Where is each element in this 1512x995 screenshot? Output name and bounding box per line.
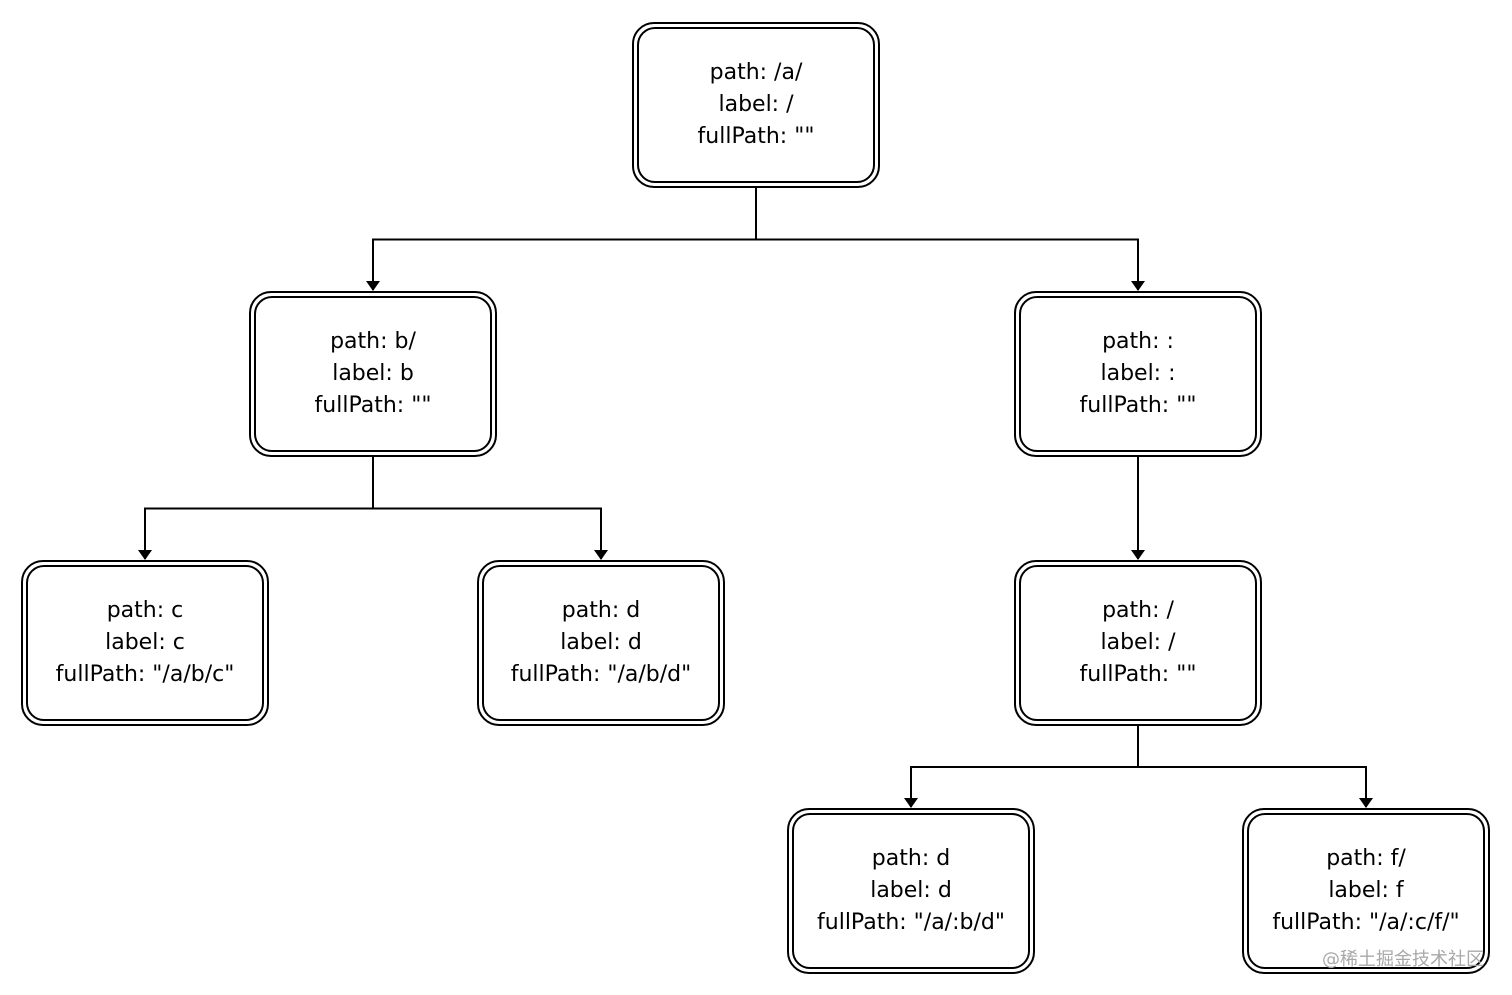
- node-path: path: f/: [1326, 846, 1406, 871]
- node-fullpath: fullPath: "": [697, 124, 815, 149]
- node-label: label: /: [718, 92, 794, 117]
- edge-slash-to-d2: [904, 726, 1139, 808]
- edge-root-to-b: [366, 188, 757, 291]
- node-label: label: d: [560, 630, 642, 655]
- node-fullpath: fullPath: "/a/:c/f/": [1272, 910, 1460, 935]
- node-d2: path: d label: d fullPath: "/a/:b/d": [787, 808, 1035, 974]
- edge-b-to-d1: [372, 457, 608, 560]
- watermark: @稀土掘金技术社区: [1322, 949, 1484, 970]
- node-c: path: c label: c fullPath: "/a/b/c": [21, 560, 269, 726]
- node-fullpath: fullPath: "/a/:b/d": [817, 910, 1005, 935]
- node-label: label: d: [870, 878, 952, 903]
- node-d1: path: d label: d fullPath: "/a/b/d": [477, 560, 725, 726]
- node-label: label: b: [332, 361, 414, 386]
- node-fullpath: fullPath: "/a/b/d": [510, 662, 692, 687]
- node-label: label: /: [1100, 630, 1176, 655]
- node-path: path: d: [871, 846, 951, 871]
- node-label: label: c: [105, 630, 185, 655]
- node-slash: path: / label: / fullPath: "": [1014, 560, 1262, 726]
- node-f: path: f/ label: f fullPath: "/a/:c/f/": [1242, 808, 1490, 974]
- node-path: path: /a/: [709, 60, 803, 85]
- node-path: path: /: [1102, 598, 1174, 623]
- edge-root-to-colon: [755, 188, 1145, 291]
- node-label: label: f: [1328, 878, 1404, 903]
- node-label: label: :: [1100, 361, 1176, 386]
- edge-b-to-c: [138, 457, 374, 560]
- node-root: path: /a/ label: / fullPath: "": [632, 22, 880, 188]
- node-fullpath: fullPath: "": [1079, 393, 1197, 418]
- node-path: path: :: [1102, 329, 1174, 354]
- edge-slash-to-f: [1137, 726, 1373, 808]
- node-b: path: b/ label: b fullPath: "": [249, 291, 497, 457]
- node-colon: path: : label: : fullPath: "": [1014, 291, 1262, 457]
- node-fullpath: fullPath: "/a/b/c": [55, 662, 235, 687]
- node-fullpath: fullPath: "": [1079, 662, 1197, 687]
- node-fullpath: fullPath: "": [314, 393, 432, 418]
- node-path: path: c: [106, 598, 184, 623]
- node-path: path: d: [561, 598, 641, 623]
- node-path: path: b/: [330, 329, 416, 354]
